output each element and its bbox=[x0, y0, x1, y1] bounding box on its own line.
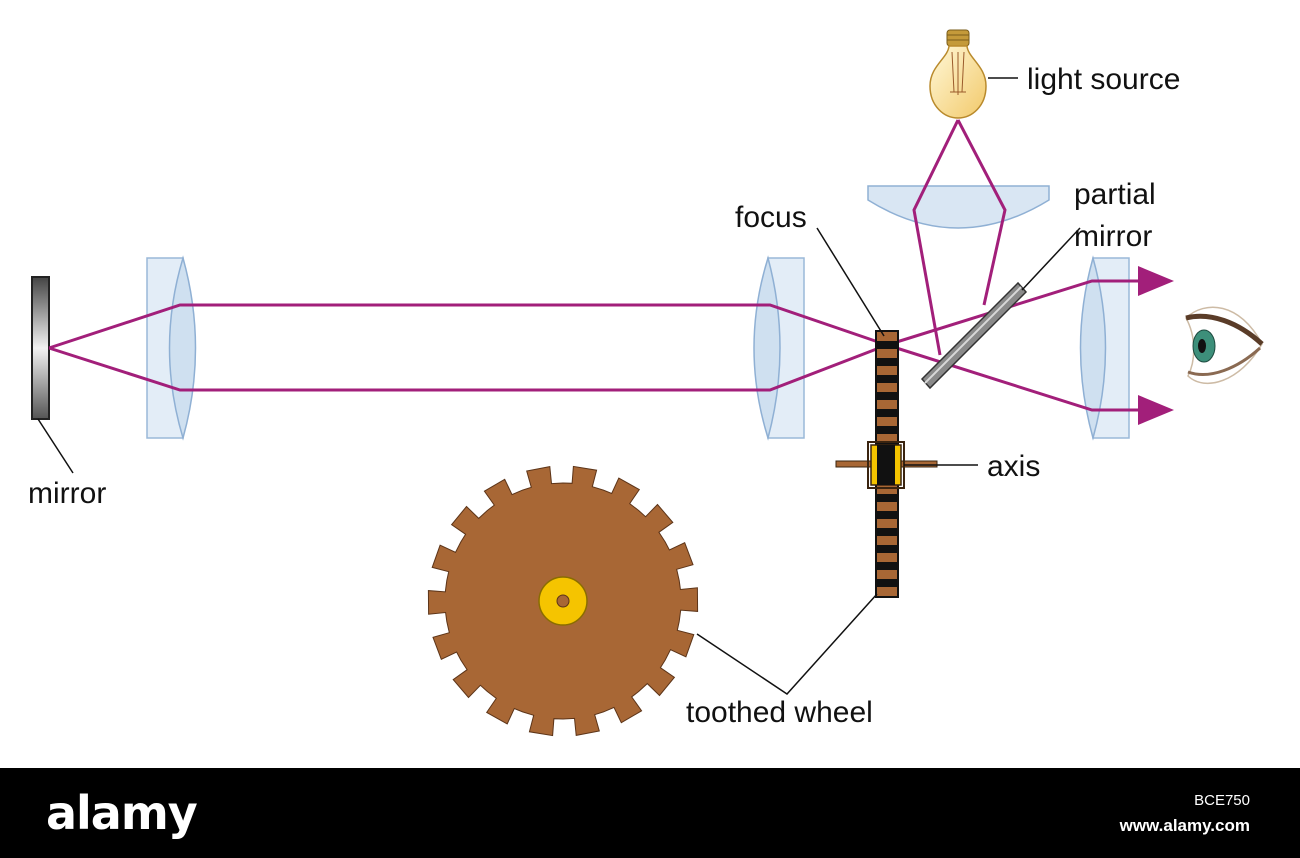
label-partial-mirror-1: partial bbox=[1074, 178, 1156, 211]
toothed-wheel-face bbox=[427, 465, 699, 737]
lens-eyepiece bbox=[1079, 255, 1130, 441]
lens-left bbox=[146, 255, 197, 441]
wheel-tooth bbox=[877, 434, 897, 443]
image-id: BCE750 bbox=[1194, 792, 1250, 809]
label-light-source: light source bbox=[1027, 63, 1180, 96]
label-mirror: mirror bbox=[28, 477, 106, 510]
wheel-tooth bbox=[877, 536, 897, 545]
wheel-tooth bbox=[877, 519, 897, 528]
label-focus: focus bbox=[735, 201, 807, 234]
wheel-tooth bbox=[877, 502, 897, 511]
wheel-tooth bbox=[877, 332, 897, 341]
wheel-tooth bbox=[877, 570, 897, 579]
wheel-tooth bbox=[877, 349, 897, 358]
wheel-tooth bbox=[877, 400, 897, 409]
wheel-tooth bbox=[877, 587, 897, 596]
wheel-tooth bbox=[877, 553, 897, 562]
light-bulb-icon bbox=[929, 29, 987, 119]
condenser-lens bbox=[867, 185, 1050, 229]
site-url: www.alamy.com bbox=[1119, 816, 1250, 835]
label-axis: axis bbox=[987, 450, 1040, 483]
light-beams bbox=[48, 119, 1174, 425]
partial-mirror bbox=[920, 281, 1028, 390]
brand-logo: alamy bbox=[46, 786, 198, 840]
wheel-tooth bbox=[877, 485, 897, 494]
lens-middle bbox=[753, 255, 805, 441]
wheel-axis bbox=[835, 441, 938, 489]
label-partial-mirror-2: mirror bbox=[1074, 220, 1152, 253]
wheel-tooth bbox=[877, 417, 897, 426]
far-mirror bbox=[31, 276, 50, 420]
watermark-bar: alamy BCE750 www.alamy.com bbox=[0, 768, 1300, 858]
wheel-tooth bbox=[877, 366, 897, 375]
fizeau-apparatus-diagram: light source partial mirror focus axis m… bbox=[28, 29, 1264, 737]
label-toothed-wheel: toothed wheel bbox=[686, 696, 873, 729]
eye-icon bbox=[1185, 306, 1264, 384]
leader-lines bbox=[37, 77, 1081, 695]
wheel-tooth bbox=[877, 383, 897, 392]
